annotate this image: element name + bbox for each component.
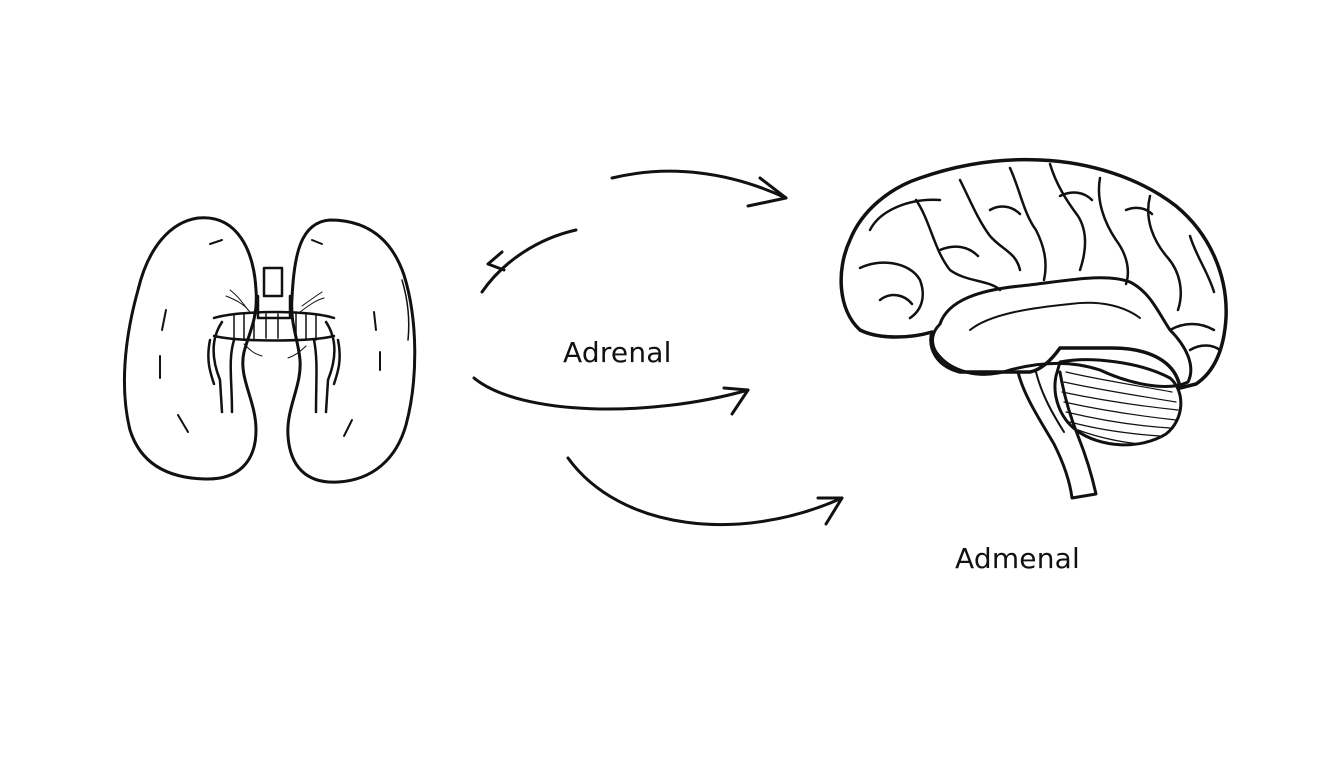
brainstem — [1016, 370, 1098, 500]
brain-outline — [839, 157, 1228, 390]
arrow-top — [610, 169, 788, 200]
right-kidney-outline — [286, 218, 417, 484]
temporal-lobe — [931, 276, 1193, 388]
arrow-back — [480, 228, 578, 294]
label-admenal: Admenal — [955, 542, 1081, 575]
label-adrenal: Adrenal — [563, 336, 672, 369]
arrow-bottom — [566, 456, 844, 527]
kidneys-adrenal-icon — [123, 216, 417, 484]
cerebellum — [1053, 358, 1183, 447]
arrows — [472, 169, 844, 527]
left-kidney-outline — [123, 216, 258, 481]
arrow-middle — [472, 376, 750, 411]
brain-icon — [839, 157, 1228, 500]
